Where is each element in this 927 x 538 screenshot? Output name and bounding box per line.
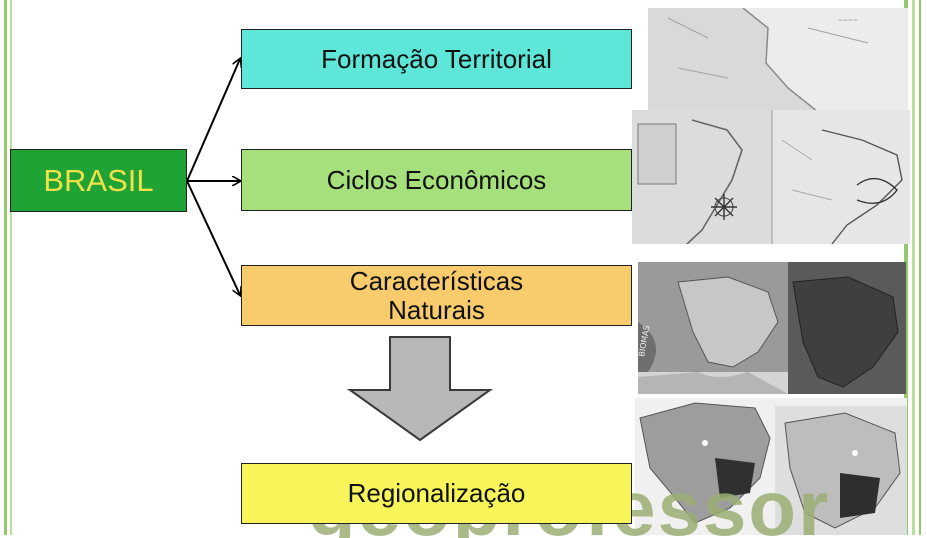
right-border-stripe: [904, 0, 908, 535]
node-regionalizacao-label: Regionalização: [347, 478, 526, 508]
left-border-stripe: [4, 0, 7, 535]
right-border-stripe-3: [919, 0, 921, 535]
node-caracteristicas-label: Características Naturais: [349, 265, 524, 325]
node-formacao-label: Formação Territorial: [321, 43, 552, 74]
regions-map-image: [635, 398, 907, 535]
economic-cycles-map-image: [632, 110, 910, 244]
node-formacao-territorial: Formação Territorial: [241, 29, 632, 89]
node-ciclos-economicos: Ciclos Econômicos: [241, 149, 632, 211]
connector-to-formacao: [186, 59, 240, 182]
node-regionalizacao: Regionalização: [241, 463, 632, 524]
biomes-map-image: BIOMAS: [638, 262, 906, 394]
node-ciclos-label: Ciclos Econômicos: [326, 164, 547, 195]
root-node-brasil: BRASIL: [10, 149, 187, 212]
down-arrow: [346, 336, 494, 442]
connector-to-caracteristicas: [186, 180, 240, 295]
historical-map-image: ~~~~: [648, 8, 908, 112]
right-border-stripe-2: [912, 0, 915, 535]
left-border-stripe-2: [10, 0, 12, 535]
node-caracteristicas-naturais: Características Naturais: [241, 265, 632, 326]
root-node-label: BRASIL: [43, 162, 154, 198]
svg-text:~~~~: ~~~~: [838, 17, 858, 24]
